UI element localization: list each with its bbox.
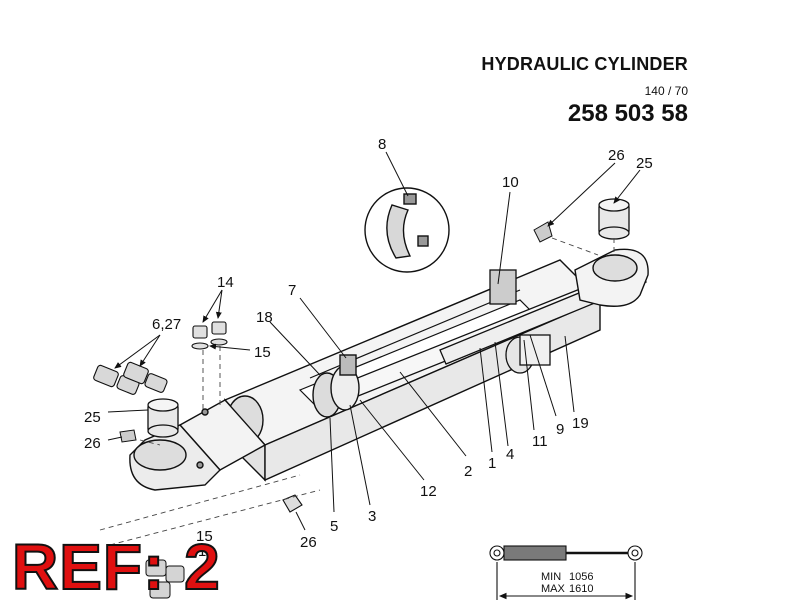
part-number: 258 503 58	[567, 100, 688, 127]
callout-14: 14	[217, 274, 234, 291]
callout-3: 3	[368, 508, 376, 525]
callout-18-bottom: 18	[198, 543, 215, 560]
bleed-plugs	[191, 321, 228, 350]
callout-26-bottom: 26	[300, 534, 317, 551]
leader-lines	[107, 151, 641, 531]
callout-12: 12	[420, 483, 437, 500]
cylinder-head	[489, 269, 551, 374]
callout-7: 7	[288, 282, 296, 299]
plug-bottom	[282, 494, 303, 513]
callout-10: 10	[502, 174, 519, 191]
callout-6-27: 6,27	[152, 316, 181, 333]
callout-18: 18	[256, 309, 273, 326]
ref-stamp: REF: 2	[11, 531, 221, 603]
callout-8: 8	[378, 136, 386, 153]
callout-26-top: 26	[608, 147, 625, 164]
stroke-min-label: MIN	[541, 571, 561, 583]
grease-nipple-base	[119, 429, 137, 443]
callout-labels: 8 26 25 10 14 7 18 6,27 15 25 26 2 1 4 1…	[84, 136, 653, 560]
grease-nipple-top	[533, 221, 553, 243]
assembly-lines	[99, 237, 615, 546]
rod-bushing	[598, 198, 630, 240]
callout-26-base: 26	[84, 435, 101, 452]
piston	[312, 354, 360, 418]
callout-1: 1	[488, 455, 496, 472]
stroke-schematic: MIN 1056 MAX 1610	[489, 545, 643, 600]
callout-15-bottom: 15	[196, 528, 213, 545]
stroke-max-value: 1610	[569, 583, 593, 595]
callout-15-top: 15	[254, 344, 271, 361]
stroke-min-value: 1056	[569, 571, 593, 583]
cylinder-size: 140 / 70	[644, 84, 688, 98]
callout-25-top: 25	[636, 155, 653, 172]
callout-9: 9	[556, 421, 564, 438]
base-bushing	[147, 398, 179, 438]
callout-25-base: 25	[84, 409, 101, 426]
callout-4: 4	[506, 446, 514, 463]
seal-detail	[364, 187, 450, 273]
stroke-max-label: MAX	[541, 583, 566, 595]
bottom-fittings	[145, 559, 185, 599]
page-title: HYDRAULIC CYLINDER	[481, 54, 688, 74]
callout-11: 11	[532, 433, 548, 450]
callout-2: 2	[464, 463, 472, 480]
callout-19: 19	[572, 415, 589, 432]
rod-eye	[574, 248, 649, 307]
callout-5: 5	[330, 518, 338, 535]
hydraulic-fittings	[93, 361, 168, 395]
base-clevis	[129, 399, 267, 491]
